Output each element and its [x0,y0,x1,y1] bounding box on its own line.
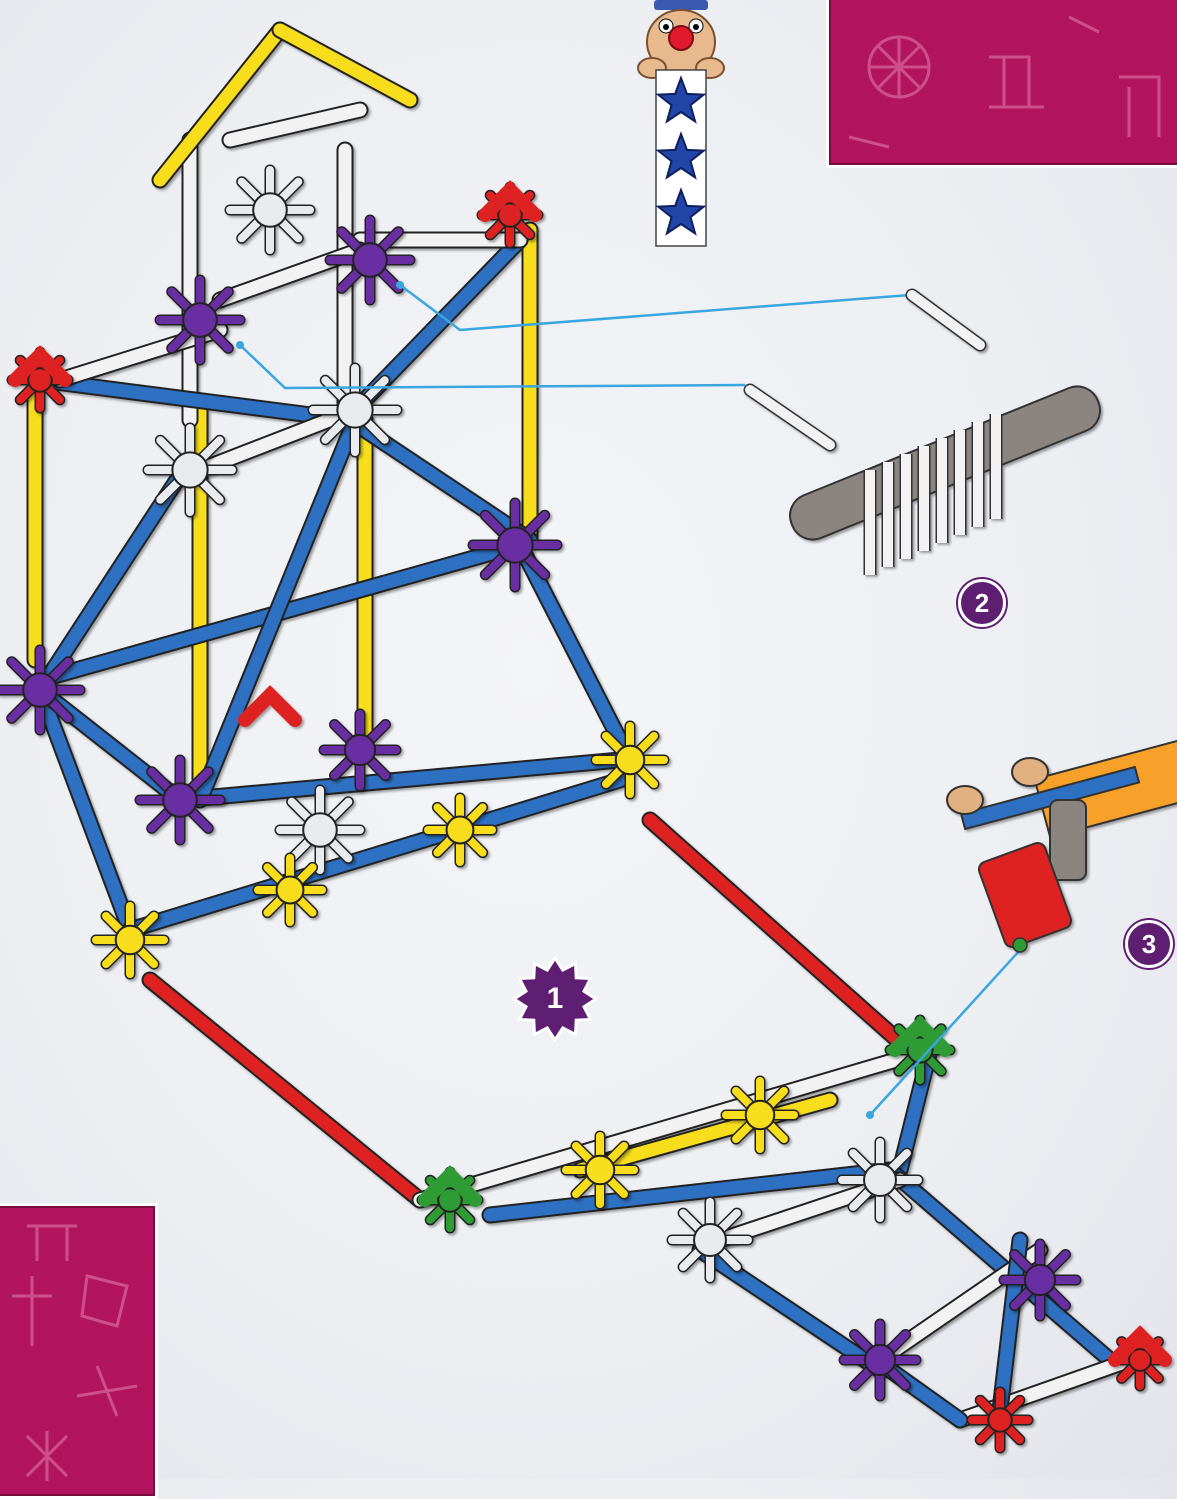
connector-hub [842,1142,918,1218]
pointer-line [240,345,745,388]
step-2-badge: 2 [958,579,1006,627]
connector-hub [148,428,232,512]
step-1-badge: 1 [512,956,598,1042]
connector-hub [596,726,664,794]
connector-hub [160,280,240,360]
connector-hub [0,650,80,730]
connector-hub [230,170,310,250]
connector-hub [96,906,164,974]
rod [280,30,410,100]
connector-hub [972,1392,1028,1448]
subassembly-step-2 [750,295,1107,575]
connector-hub [473,503,557,587]
connector-hub [428,798,492,862]
rod [200,420,355,800]
connector-hub [672,1202,748,1278]
rod [520,545,630,760]
arrowhead-icon [866,1111,874,1119]
connector-hub [1004,1244,1076,1316]
rod [150,980,420,1200]
rod [650,820,920,1060]
rod [160,30,280,180]
connector-hub [313,368,397,452]
connector-hub [258,858,322,922]
connector-hub [324,714,396,786]
arrowhead-icon [236,341,244,349]
arrowhead-icon [396,281,404,289]
step-3-badge: 3 [1125,920,1173,968]
corner-connector [245,695,295,720]
connector-hub [140,760,220,840]
connector-hub [726,1081,794,1149]
rod [700,1250,880,1370]
connector-hub [566,1136,634,1204]
rod [230,110,360,140]
step-1-number: 1 [512,956,598,1042]
connector-hub [844,1324,916,1396]
